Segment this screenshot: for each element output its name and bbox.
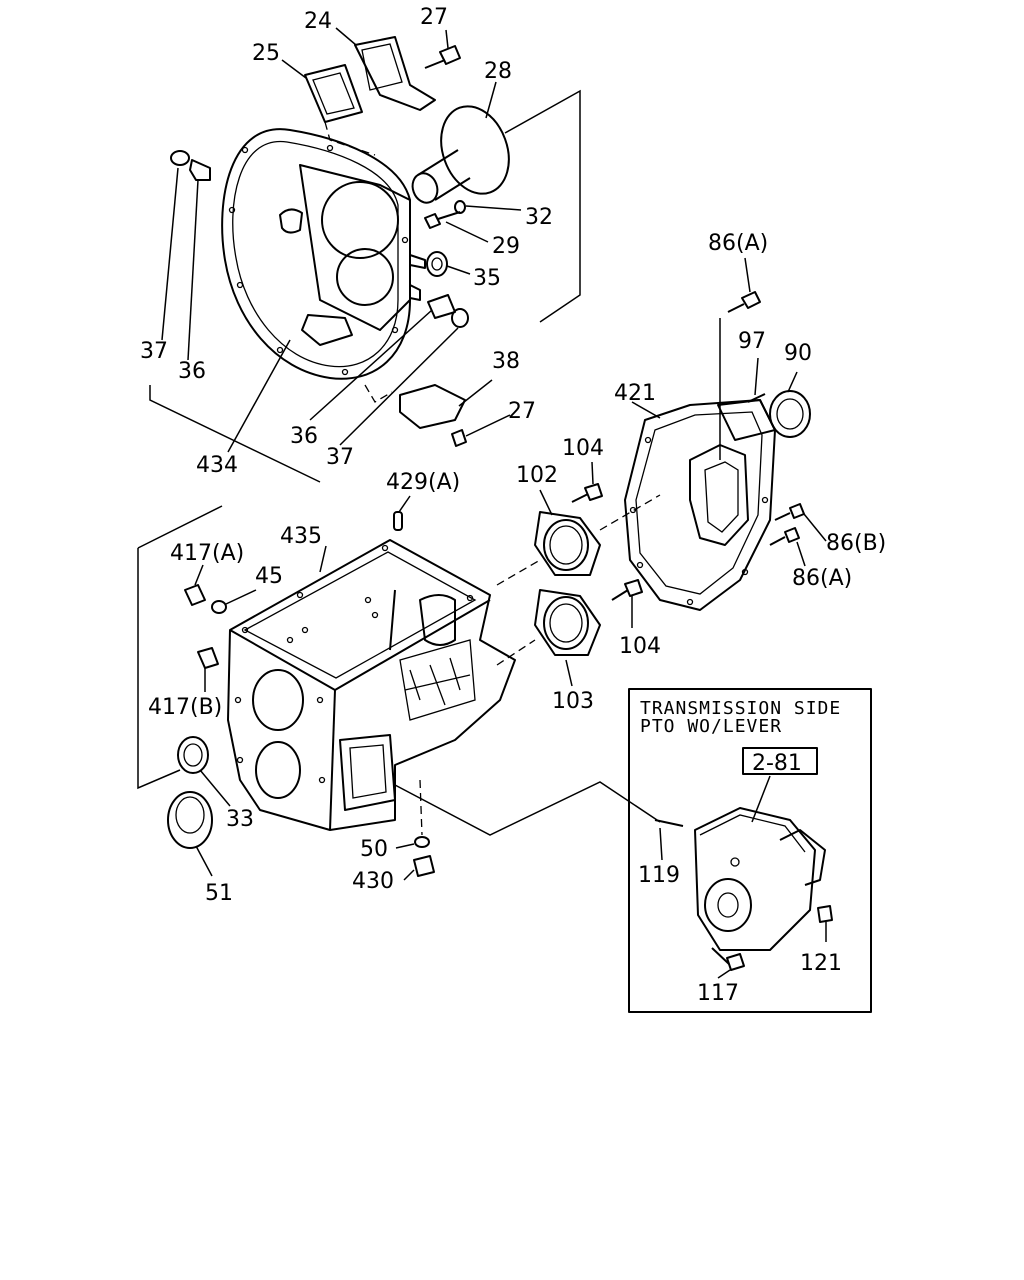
plug-417a bbox=[184, 584, 206, 606]
gasket-50 bbox=[414, 836, 430, 848]
callout-37-left: 37 bbox=[140, 339, 168, 364]
bolt-27-top bbox=[424, 45, 461, 69]
cap-51 bbox=[167, 791, 213, 849]
callout-45: 45 bbox=[255, 564, 283, 589]
callout-102: 102 bbox=[516, 463, 558, 488]
callout-86b: 86(B) bbox=[826, 531, 886, 556]
reference-box bbox=[742, 747, 818, 775]
gasket-25 bbox=[304, 64, 363, 123]
reference-box-label: 2-81 bbox=[752, 751, 802, 776]
callout-36-mid: 36 bbox=[290, 424, 318, 449]
callout-38: 38 bbox=[492, 349, 520, 374]
callout-103: 103 bbox=[552, 689, 594, 714]
bearing-retainer-28 bbox=[411, 105, 510, 204]
stud-119 bbox=[654, 819, 684, 827]
callout-417b: 417(B) bbox=[148, 695, 222, 720]
callout-33: 33 bbox=[226, 807, 254, 832]
callout-labels: 24 27 25 28 32 29 35 37 36 38 27 36 37 4… bbox=[140, 5, 886, 1006]
callout-27-top: 27 bbox=[420, 5, 448, 30]
cover-plate-24 bbox=[354, 36, 436, 111]
callout-121: 121 bbox=[800, 951, 842, 976]
group-bracket-lines bbox=[137, 89, 721, 836]
cover-plate-38 bbox=[399, 384, 466, 429]
bolt-104-top bbox=[571, 483, 603, 503]
callout-32: 32 bbox=[525, 205, 553, 230]
inset-title-line1: TRANSMISSION SIDE bbox=[640, 698, 841, 719]
bolt-86b bbox=[774, 503, 805, 521]
callout-90: 90 bbox=[784, 341, 812, 366]
callout-104-bottom: 104 bbox=[619, 634, 661, 659]
callout-421: 421 bbox=[614, 381, 656, 406]
bolt-27-mid bbox=[451, 429, 467, 447]
callout-29: 29 bbox=[492, 234, 520, 259]
callout-435: 435 bbox=[280, 524, 322, 549]
washer-45 bbox=[211, 600, 227, 614]
callout-434: 434 bbox=[196, 453, 238, 478]
callout-24: 24 bbox=[304, 9, 332, 34]
callout-119: 119 bbox=[638, 863, 680, 888]
leader-lines bbox=[161, 27, 827, 979]
flywheel-housing-434 bbox=[221, 128, 426, 380]
bolt-86a-mid bbox=[769, 527, 800, 546]
bolt-104-bottom bbox=[611, 579, 643, 601]
transmission-case-435 bbox=[227, 539, 516, 831]
callout-86a-mid: 86(A) bbox=[792, 566, 852, 591]
plug-417b bbox=[197, 647, 219, 669]
oil-seal-33 bbox=[177, 736, 209, 774]
inset-title-line2: PTO WO/LEVER bbox=[640, 716, 782, 737]
drain-plug-430 bbox=[413, 855, 435, 877]
pto-unit bbox=[694, 807, 826, 951]
bearing-cover-102 bbox=[534, 511, 601, 576]
seal-37-left bbox=[170, 150, 190, 166]
pto-inset-box bbox=[628, 688, 872, 1013]
callout-429a: 429(A) bbox=[386, 470, 460, 495]
o-ring-32 bbox=[454, 200, 466, 214]
callout-36-left: 36 bbox=[178, 359, 206, 384]
callout-28: 28 bbox=[484, 59, 512, 84]
callout-417a: 417(A) bbox=[170, 541, 244, 566]
nut-121 bbox=[817, 905, 833, 923]
bolt-86a-top bbox=[727, 291, 761, 313]
bearing-cover-103 bbox=[534, 589, 601, 656]
plug-35 bbox=[426, 251, 448, 277]
callout-25: 25 bbox=[252, 41, 280, 66]
callout-430: 430 bbox=[352, 869, 394, 894]
callout-51: 51 bbox=[205, 881, 233, 906]
bushing-36-mid bbox=[427, 294, 456, 319]
oil-seal-90 bbox=[769, 390, 811, 438]
callout-97: 97 bbox=[738, 329, 766, 354]
bushing-36-left bbox=[189, 159, 211, 181]
callout-86a-top: 86(A) bbox=[708, 231, 768, 256]
bolt-29 bbox=[424, 211, 461, 229]
bolt-117 bbox=[711, 947, 745, 971]
bolt-97 bbox=[747, 393, 766, 403]
callout-104-top: 104 bbox=[562, 436, 604, 461]
callout-117: 117 bbox=[697, 981, 739, 1006]
front-cover-421 bbox=[624, 399, 776, 611]
seal-37-mid bbox=[451, 308, 469, 328]
callout-27-mid: 27 bbox=[508, 399, 536, 424]
callout-37-mid: 37 bbox=[326, 445, 354, 470]
callout-50: 50 bbox=[360, 837, 388, 862]
dowel-pin-429a bbox=[393, 511, 403, 531]
callout-35: 35 bbox=[473, 266, 501, 291]
